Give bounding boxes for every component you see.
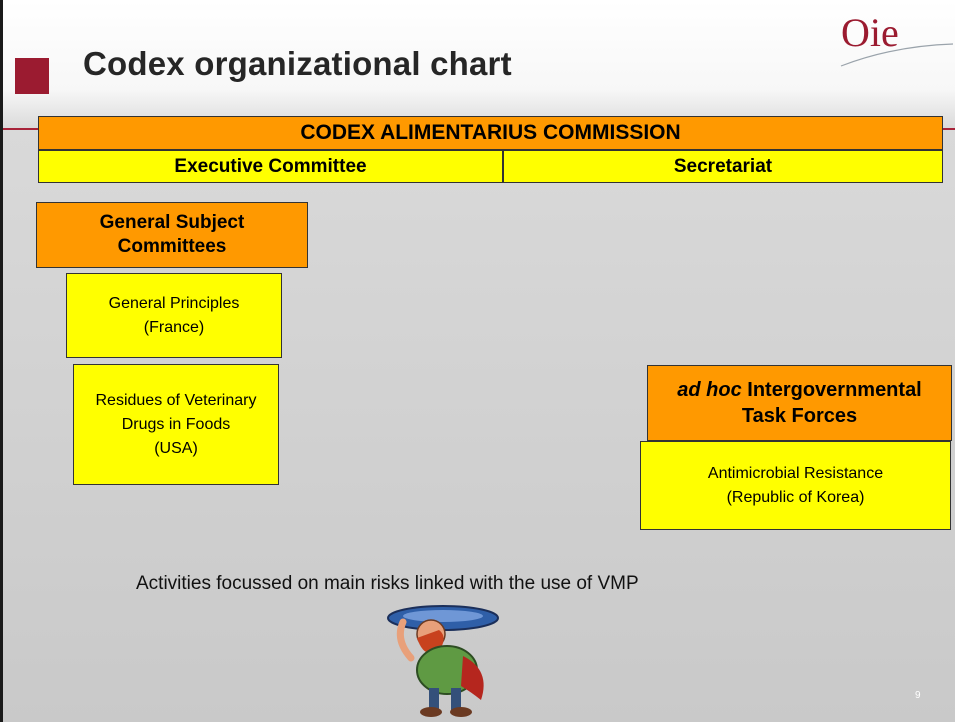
- page-number: 9: [915, 690, 921, 701]
- oie-logo: Oie: [840, 10, 954, 67]
- executive-committee-box: Executive Committee: [38, 150, 503, 183]
- commission-label: CODEX ALIMENTARIUS COMMISSION: [300, 121, 681, 144]
- codex-commission-box: CODEX ALIMENTARIUS COMMISSION: [38, 116, 943, 150]
- task-forces-line2: Task Forces: [741, 405, 858, 427]
- ad-hoc-italic: ad hoc: [677, 379, 742, 401]
- secretariat-label: Secretariat: [673, 155, 773, 177]
- task-forces-box: ad hoc Intergovernmental Task Forces: [647, 365, 952, 441]
- amr-host: (Republic of Korea): [726, 488, 865, 506]
- antimicrobial-resistance-box: Antimicrobial Resistance (Republic of Ko…: [640, 441, 951, 530]
- page-title: Codex organizational chart: [83, 45, 512, 82]
- general-principles-host: (France): [143, 318, 205, 336]
- activities-caption: Activities focussed on main risks linked…: [136, 573, 639, 594]
- amr-label: Antimicrobial Resistance: [707, 464, 884, 482]
- residues-line1: Residues of Veterinary: [95, 391, 257, 409]
- residues-host: (USA): [154, 439, 198, 457]
- secretariat-box: Secretariat: [503, 150, 943, 183]
- residues-vet-drugs-box: Residues of Veterinary Drugs in Foods (U…: [73, 364, 279, 485]
- general-principles-label: General Principles: [108, 294, 240, 312]
- general-subject-line1: General Subject: [99, 212, 245, 233]
- residues-line2: Drugs in Foods: [121, 415, 231, 433]
- task-forces-line1: ad hoc Intergovernmental: [677, 377, 922, 403]
- general-subject-line2: Committees: [117, 236, 227, 257]
- general-principles-box: General Principles (France): [66, 273, 282, 358]
- cartoon-warrior-image: [387, 605, 499, 717]
- logo-text: Oie: [841, 10, 899, 55]
- task-forces-line1-rest: Intergovernmental: [741, 379, 922, 401]
- executive-committee-label: Executive Committee: [174, 155, 367, 177]
- accent-square: [15, 58, 49, 94]
- general-subject-committees-box: General Subject Committees: [36, 202, 308, 268]
